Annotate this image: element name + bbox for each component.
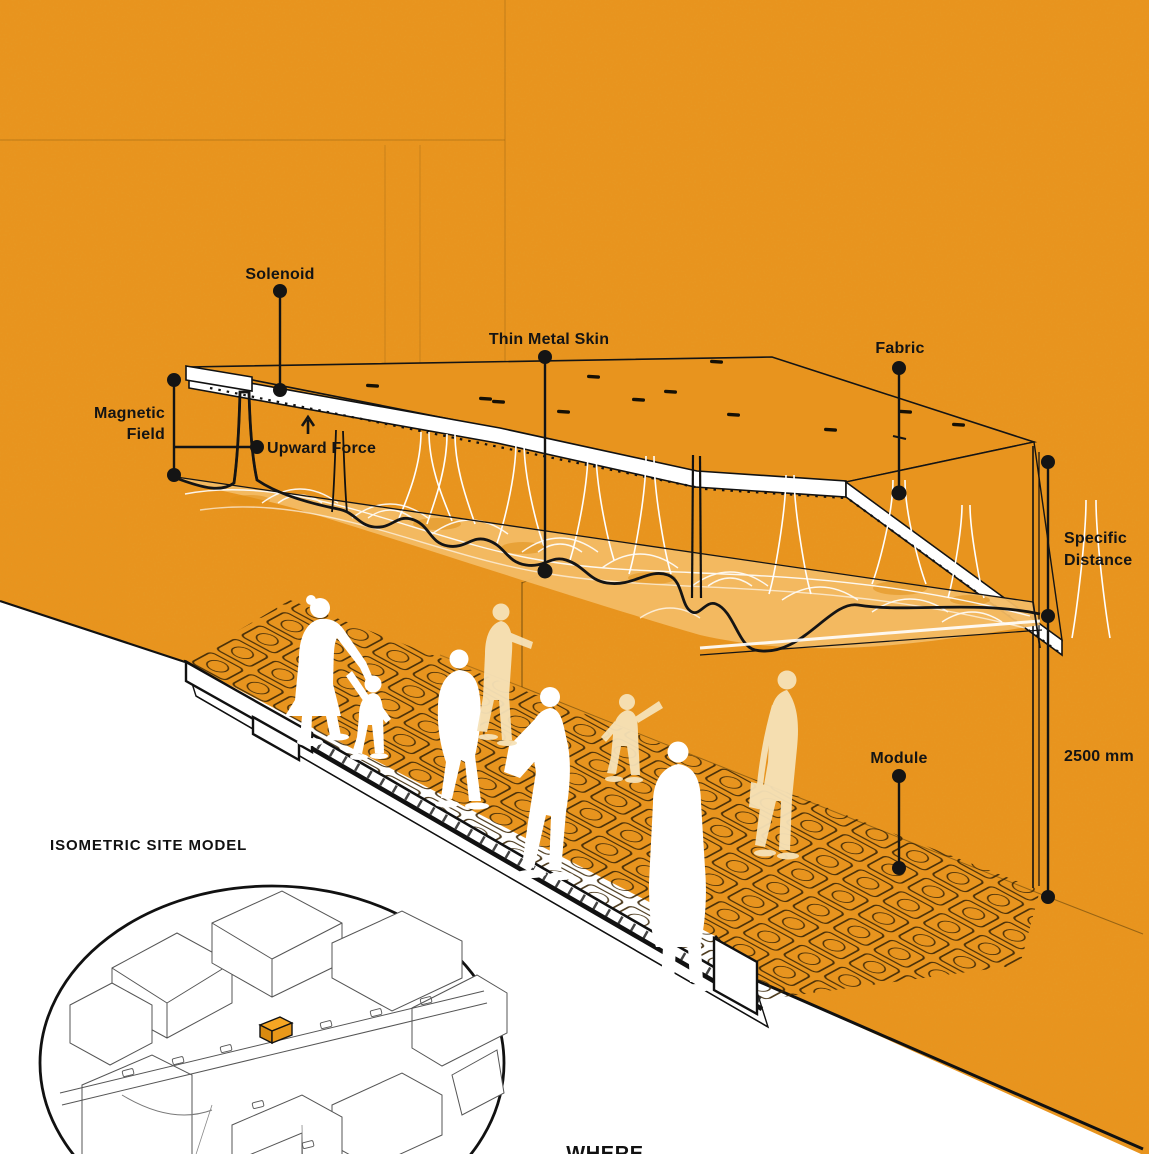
leader-dots — [167, 284, 1055, 904]
site-model-buildings — [59, 890, 508, 1154]
walkway-end-cap — [712, 935, 759, 1017]
fabric-shelf-band — [699, 619, 1041, 650]
solenoid-dashes — [366, 359, 966, 432]
band-hatches — [209, 386, 1061, 654]
person-long-coat — [649, 741, 710, 993]
fabric-label: Fabric — [875, 340, 924, 357]
magnetic-field-label-line2: Field — [127, 426, 165, 443]
module-label: Module — [870, 750, 927, 767]
fabric-shelf-right-edge — [1032, 601, 1041, 649]
person-man-walking — [435, 649, 489, 810]
fabric-shelf-underline — [699, 629, 1043, 656]
site-highlight-module — [258, 1016, 294, 1045]
fabric-far-edge — [175, 476, 1034, 603]
upward-force-label: Upward Force — [267, 440, 376, 457]
person-woman-reaching — [285, 595, 375, 746]
solenoid-label: Solenoid — [245, 266, 314, 283]
specific-distance-label-line1: Specific — [1064, 530, 1127, 547]
walkway — [183, 600, 1040, 1029]
specific-distance-label-line2: Distance — [1064, 552, 1132, 569]
walkway-start-block-small — [251, 714, 301, 763]
person-child-reaching — [346, 671, 391, 760]
site-model-title: ISOMETRIC SITE MODEL — [50, 837, 247, 854]
annotations: Solenoid Thin Metal Skin Fabric Magnetic… — [94, 266, 1134, 904]
people — [285, 595, 799, 993]
magnetic-field-label-line1: Magnetic — [94, 405, 165, 422]
fabric-layer — [175, 390, 1111, 656]
canopy-left-cap — [185, 365, 253, 392]
fabric-front-edge — [175, 390, 1041, 653]
person-man-faded — [749, 670, 799, 860]
dimension-label: 2500 mm — [1064, 748, 1134, 765]
fabric-leader-tick — [892, 435, 907, 440]
backdrop-edge-left — [0, 599, 186, 664]
upward-force-arrow-icon — [300, 414, 316, 434]
person-leaning-with-bag — [504, 687, 574, 880]
leader-lines — [172, 290, 1050, 897]
section-heading: WHERE — [566, 1143, 643, 1154]
site-model: ISOMETRIC SITE MODEL — [38, 837, 508, 1154]
person-woman-faded — [477, 603, 533, 746]
site-model-street-modules — [121, 996, 433, 1149]
fabric-shadows — [230, 495, 990, 605]
fabric-drapes — [397, 431, 1111, 639]
tile-field — [185, 600, 1040, 1000]
walkway-start-block — [184, 659, 314, 755]
person-child-faded — [601, 694, 663, 783]
thin-metal-skin-label: Thin Metal Skin — [489, 331, 609, 348]
